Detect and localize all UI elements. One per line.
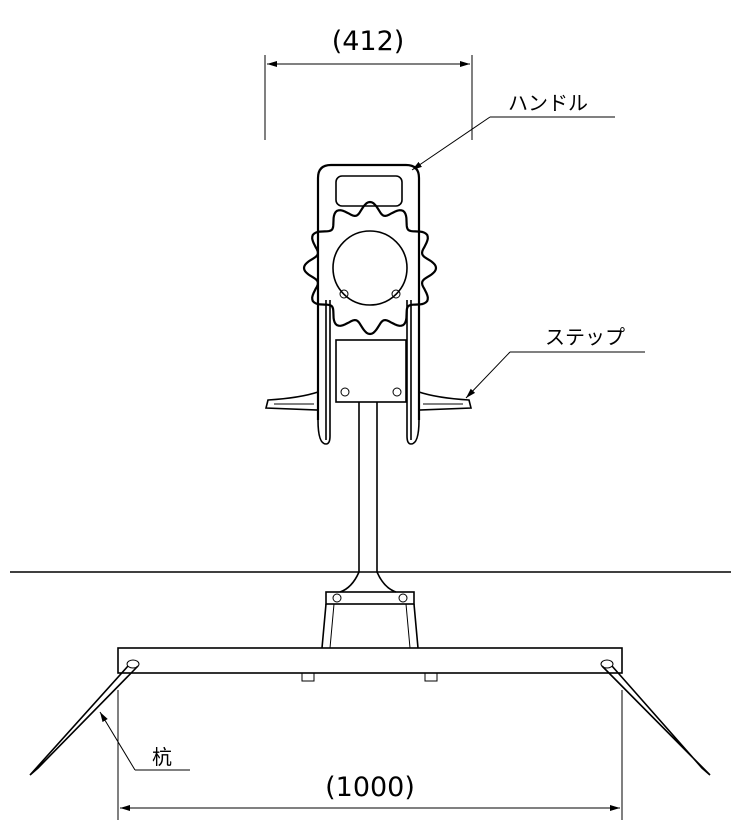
stake-left-body [29, 665, 139, 776]
handle-assembly [302, 163, 438, 445]
step-left-pedal [264, 390, 319, 411]
handle-label: ハンドル [508, 91, 588, 115]
callout-handle: ハンドル [411, 91, 615, 171]
base-beam [117, 647, 623, 682]
step-right-pedal [418, 390, 473, 411]
handle-grip [335, 175, 403, 207]
callout-step: ステップ [465, 325, 645, 399]
bracket-inner-sides [329, 603, 411, 649]
leader-line-handle [411, 116, 491, 171]
beam-hole-right [600, 659, 614, 669]
stake-right [601, 665, 711, 776]
post-fillet-right [376, 571, 397, 593]
bolt-plate-left [340, 387, 350, 397]
dimension-bottom: (1000) [117, 690, 623, 820]
nut-under-left [301, 672, 315, 682]
mount-plate [335, 339, 407, 403]
callout-stake: 杭 [99, 711, 190, 771]
stake-left [29, 665, 139, 776]
bolt-plate-right [392, 387, 402, 397]
beam-hole-left [126, 659, 140, 669]
dim-bottom-label: (1000) [325, 772, 415, 803]
leg-right-foot [406, 300, 420, 445]
leader-line-step [465, 351, 511, 399]
nut-under-right [424, 672, 438, 682]
wheel-hub [332, 230, 408, 306]
step-left [264, 390, 319, 411]
post [339, 402, 397, 593]
bolt-bracket-left [332, 593, 342, 603]
wheel-wavy [302, 200, 438, 336]
bracket-top-plate [325, 591, 415, 605]
handle-frame-outer [316, 163, 421, 420]
bolt-wheel-right [391, 289, 401, 299]
post-fillet-left [339, 571, 360, 593]
bracket-sides [321, 603, 419, 649]
step-right [418, 390, 473, 411]
stake-right-body [601, 665, 711, 776]
base-bracket [321, 591, 419, 649]
bolt-wheel-left [339, 289, 349, 299]
dimension-top: (412) [264, 26, 473, 140]
step-label: ステップ [545, 325, 625, 349]
bolt-bracket-right [398, 593, 408, 603]
beam-body [117, 647, 623, 674]
leg-left-foot [317, 300, 331, 445]
dim-top-label: (412) [332, 26, 405, 57]
stake-label: 杭 [152, 745, 172, 769]
